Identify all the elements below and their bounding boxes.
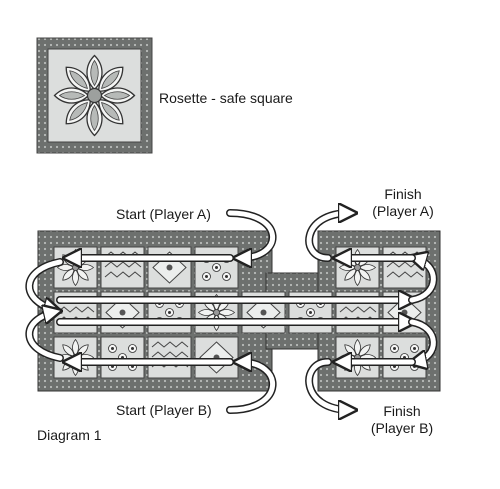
diagram-caption: Diagram 1 bbox=[37, 427, 102, 443]
start-player-b-label: Start (Player B) bbox=[116, 402, 212, 418]
board-cell bbox=[147, 246, 192, 289]
legend-rosette-tile bbox=[36, 37, 153, 154]
finish-player-a-label: Finish (Player A) bbox=[368, 186, 438, 220]
turn-right-b-arrow bbox=[412, 318, 438, 362]
board-cell bbox=[100, 336, 145, 379]
start-player-a-label: Start (Player A) bbox=[116, 206, 211, 222]
board-cell-rosette bbox=[335, 336, 380, 379]
rosette-icon bbox=[53, 54, 136, 137]
start-b-arrow bbox=[226, 362, 277, 414]
rosette-icon bbox=[338, 338, 377, 377]
finish-b-line1: Finish bbox=[383, 403, 421, 419]
finish-b-line2: (Player B) bbox=[370, 420, 434, 436]
start-a-arrow bbox=[226, 209, 277, 258]
board-cell bbox=[382, 246, 427, 289]
finish-player-b-label: Finish (Player B) bbox=[366, 403, 438, 437]
finish-a-line1: Finish bbox=[384, 186, 422, 202]
board-cell bbox=[194, 246, 239, 289]
finish-a-arrow bbox=[305, 213, 350, 262]
board-cell-rosette bbox=[53, 246, 98, 289]
turn-right-a-arrow bbox=[412, 258, 438, 304]
board-cell bbox=[194, 336, 239, 379]
turn-b-up-arrow bbox=[25, 312, 60, 362]
finish-b-arrow bbox=[305, 358, 350, 410]
path-arrows bbox=[25, 209, 438, 414]
board-cell-rosette bbox=[335, 246, 380, 289]
board-cell bbox=[147, 336, 192, 379]
legend-label: Rosette - safe square bbox=[159, 90, 293, 106]
finish-a-line2: (Player A) bbox=[372, 203, 434, 219]
board-cell bbox=[100, 246, 145, 289]
